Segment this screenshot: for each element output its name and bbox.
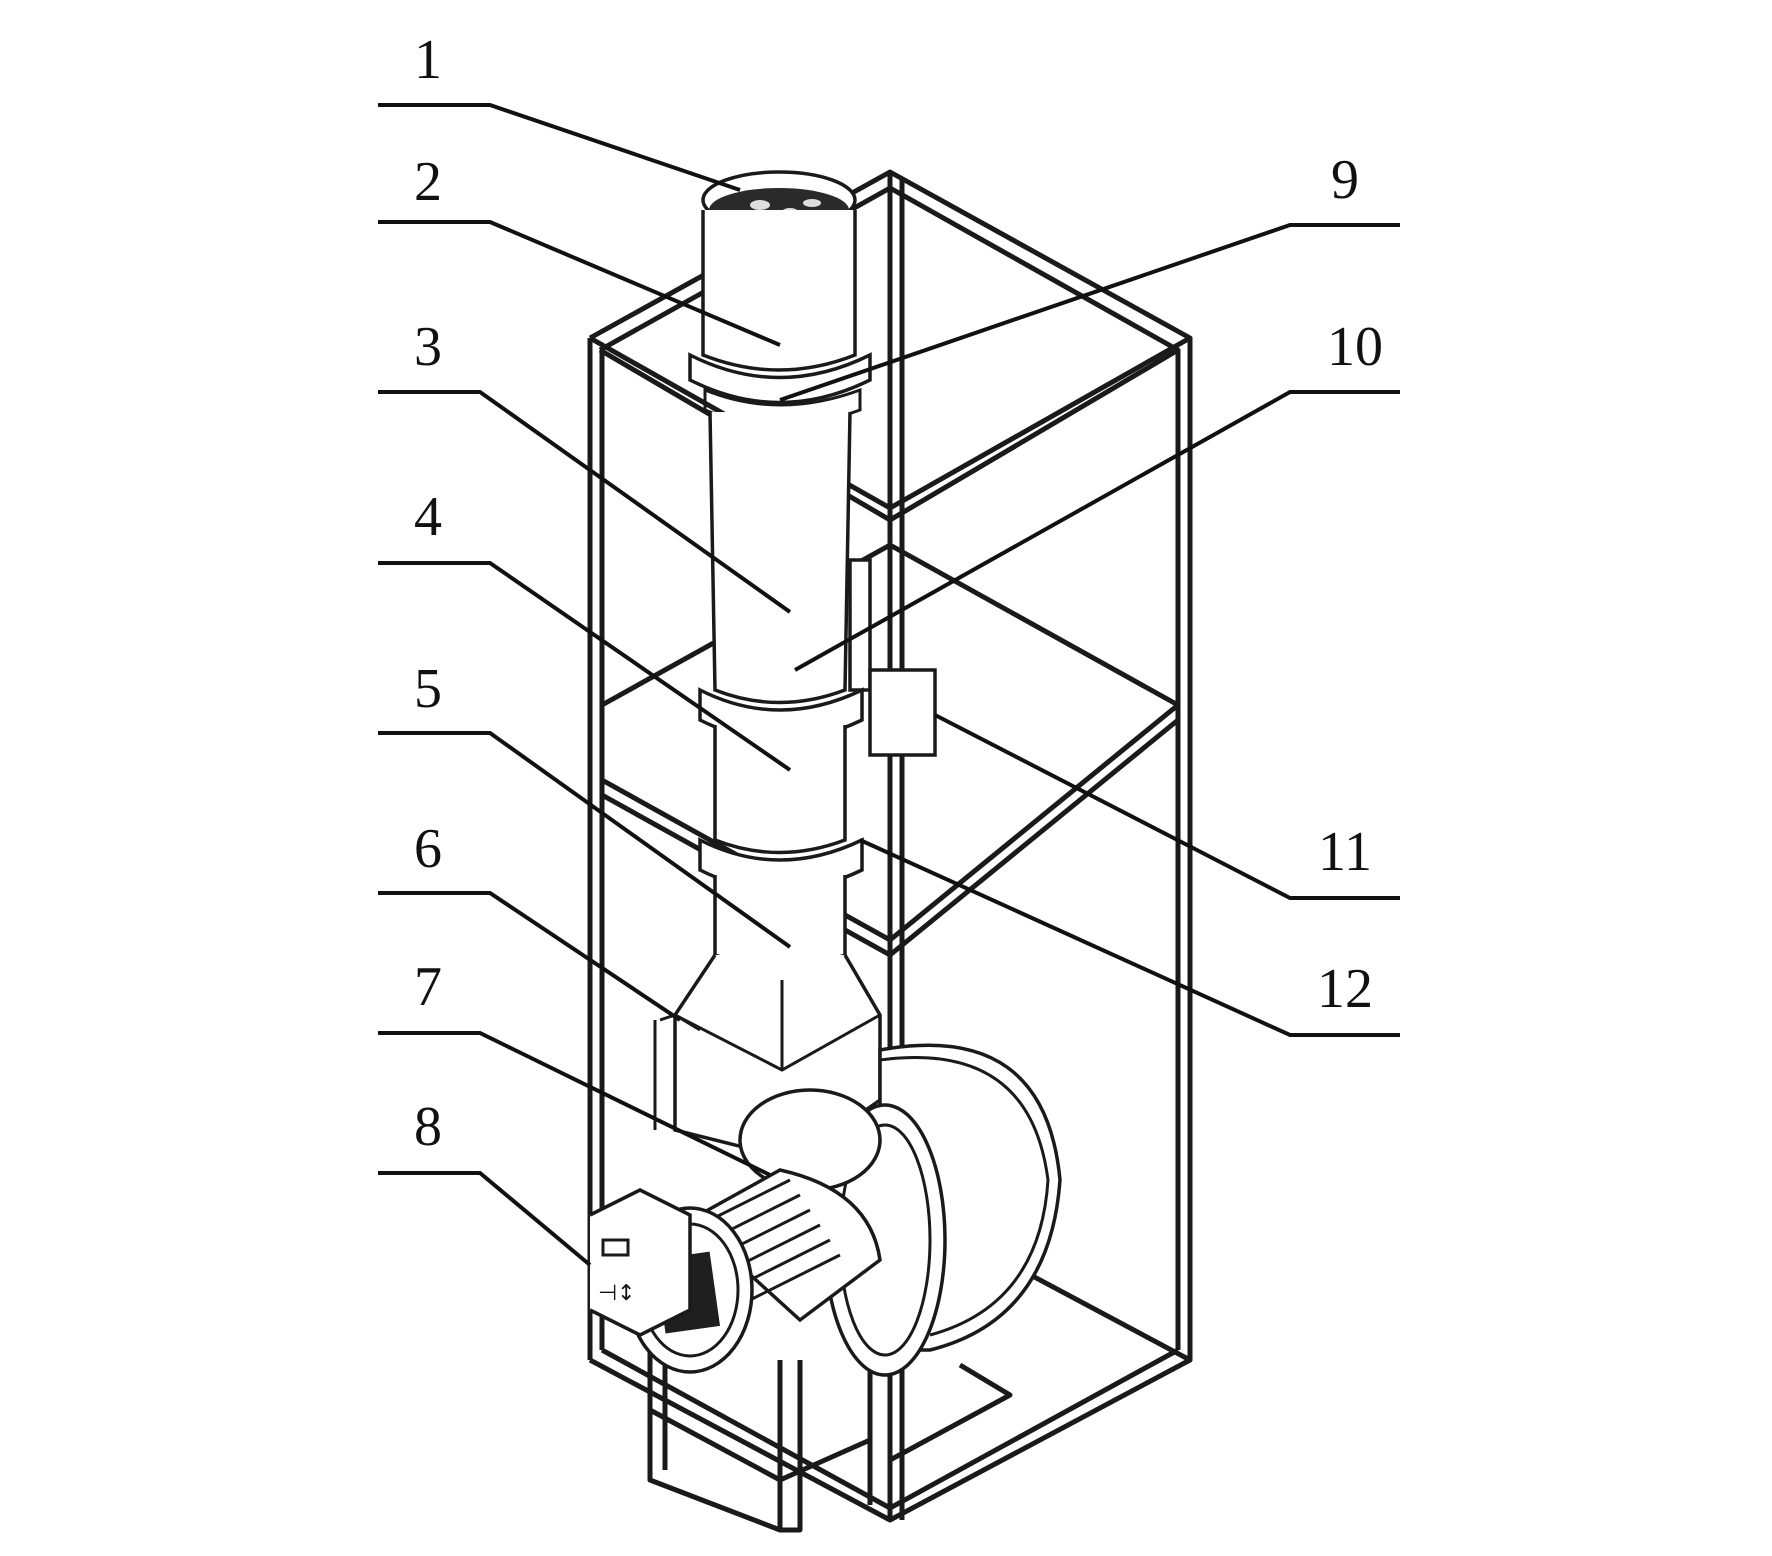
label-7: 7	[414, 956, 442, 1018]
label-11: 11	[1318, 821, 1372, 883]
label-10: 10	[1327, 316, 1383, 378]
label-6: 6	[414, 818, 442, 880]
label-8: 8	[414, 1096, 442, 1158]
label-9: 9	[1331, 149, 1359, 211]
column	[653, 170, 937, 1162]
label-4: 4	[414, 486, 442, 548]
label-12: 12	[1317, 958, 1373, 1020]
steel-frame	[587, 169, 1193, 1533]
label-2: 2	[414, 151, 442, 213]
leader-lines	[378, 103, 1400, 1267]
part-labels: 1 2 3 4 5 6 7 8 9 10 11 12	[414, 29, 1383, 1158]
label-5: 5	[414, 658, 442, 720]
control-glyph-icon: ⊣↕	[598, 1281, 636, 1306]
control-box: ⊣↕	[589, 1188, 692, 1337]
label-3: 3	[414, 316, 442, 378]
label-1: 1	[414, 29, 442, 91]
motor	[626, 1088, 882, 1374]
